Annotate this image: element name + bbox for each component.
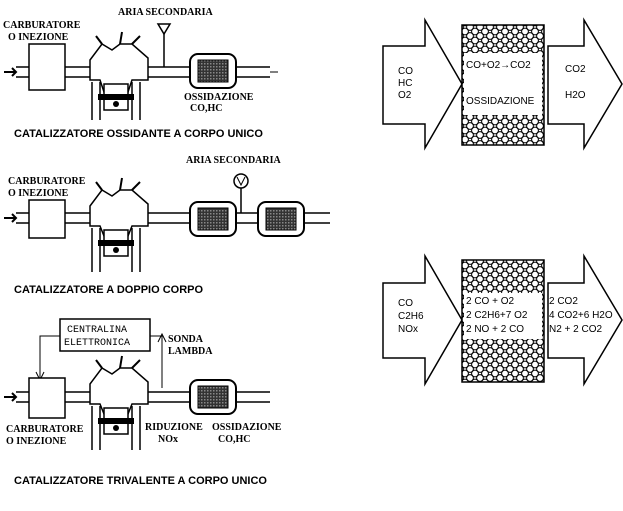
carb-label-1: CARBURATORE [6,424,84,435]
engine-diagram-2: CARBURATORE O INEZIONE ARIA SECONDARIA C… [4,155,330,296]
output-item: N2 + 2 CO2 [549,324,603,335]
engine-diagram-3: CENTRALINA ELETTRONICA SONDA LAMBDA CARB… [4,318,282,487]
intake-arrow-icon [4,392,18,402]
carb-label-2: O INEZIONE [8,32,69,43]
ox-label-2: CO,HC [218,434,251,445]
output-item: 4 CO2+6 H2O [549,310,613,321]
ecu-box [59,318,151,352]
engine-block-icon [89,355,149,435]
air-label: ARIA SECONDARIA [118,7,214,18]
intake-arrow-icon [4,213,18,223]
reaction-equation: 2 C2H6+7 O2 [466,310,528,321]
sonda-label-1: SONDA [168,334,204,345]
carburetor-box [28,199,66,239]
rid-label-2: NOx [158,434,178,445]
intake-arrow-icon [4,67,18,77]
output-item: H2O [565,90,586,101]
caption-2: CATALIZZATORE A DOPPIO CORPO [14,284,203,296]
carb-label-1: CARBURATORE [3,20,81,31]
reaction-diagram-2: CO C2H6 NOx 2 CO + O2 2 C2H6+7 O2 2 NO +… [382,253,623,387]
engine-block-icon [89,31,149,111]
reaction-equation: 2 CO + O2 [466,296,515,307]
input-item: NOx [398,324,418,335]
ox-label-1: OSSIDAZIONE [184,92,254,103]
output-arrow [547,253,623,387]
output-item: 2 CO2 [549,296,578,307]
carb-label-2: O INEZIONE [8,188,69,199]
process-label: OSSIDAZIONE [466,96,535,107]
input-item: HC [398,78,412,89]
input-item: O2 [398,90,412,101]
input-item: CO [398,298,413,309]
caption-3: CATALIZZATORE TRIVALENTE A CORPO UNICO [14,475,267,487]
engine-block-icon [89,177,149,257]
air-label: ARIA SECONDARIA [186,155,282,166]
caption-1: CATALIZZATORE OSSIDANTE A CORPO UNICO [14,128,263,140]
air-valve-icon [156,23,172,36]
input-item: C2H6 [398,311,424,322]
ox-label-1: OSSIDAZIONE [212,422,282,433]
input-arrow [382,253,463,387]
carb-label-1: CARBURATORE [8,176,86,187]
carb-label-2: O INEZIONE [6,436,67,447]
carburetor-box [28,377,66,419]
output-arrow [547,17,623,151]
reaction-equation: 2 NO + 2 CO [466,324,524,335]
ecu-label-1: CENTRALINA [67,325,127,336]
sonda-label-2: LAMBDA [168,346,213,357]
reaction-equation: CO+O2→CO2 [466,60,531,71]
ecu-label-2: ELETTRONICA [64,338,130,349]
reaction-diagram-1: CO HC O2 CO+O2→CO2 OSSIDAZIONE CO2 H2O [382,17,623,151]
output-item: CO2 [565,64,586,75]
carburetor-box [28,43,66,91]
ox-label-2: CO,HC [190,103,223,114]
input-arrow [382,17,463,151]
engine-diagram-1: CARBURATORE O INEZIONE ARIA SECONDARIA O… [3,7,278,140]
input-item: CO [398,66,413,77]
rid-label-1: RIDUZIONE [145,422,203,433]
